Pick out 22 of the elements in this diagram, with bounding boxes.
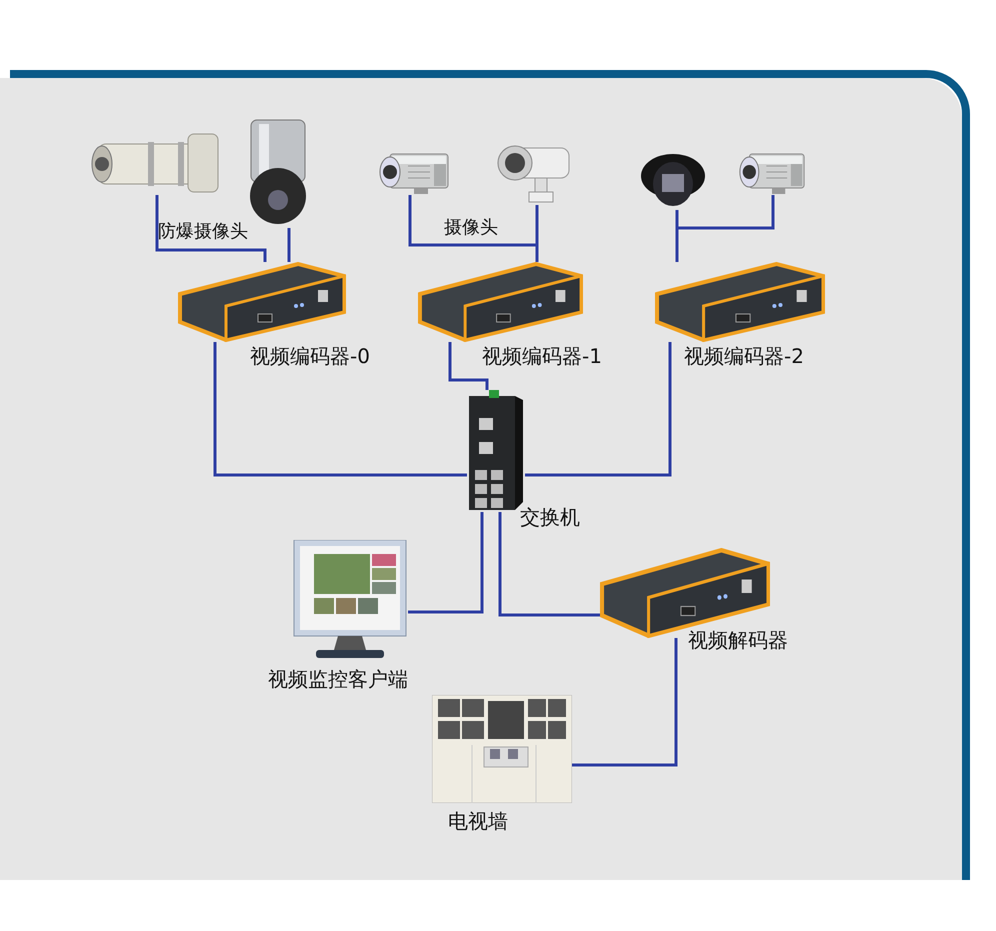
device-drawing — [178, 262, 346, 342]
device-label: 视频编码器-2 — [684, 343, 804, 369]
device-label: 视频编码器-1 — [482, 343, 602, 369]
device-label: 视频解码器 — [688, 627, 788, 653]
cable-line — [214, 342, 467, 476]
cable-line — [408, 512, 484, 614]
cable-line — [156, 195, 266, 262]
device-drawing — [418, 262, 583, 342]
group-label: 防爆摄像头 — [158, 220, 248, 243]
device-drawing — [655, 262, 825, 342]
cable-line — [572, 638, 678, 766]
cable-line — [498, 512, 600, 616]
group-label: 摄像头 — [444, 216, 498, 239]
cable-line — [448, 342, 488, 390]
device-label: 电视墙 — [448, 808, 508, 834]
device-label: 视频编码器-0 — [250, 343, 370, 369]
cable-line — [288, 228, 290, 262]
device-label: 视频监控客户端 — [268, 666, 408, 692]
cable-line — [525, 342, 672, 476]
device-label: 交换机 — [520, 504, 580, 530]
monitor-drawing — [292, 540, 408, 660]
video-wall-drawing — [432, 695, 572, 803]
